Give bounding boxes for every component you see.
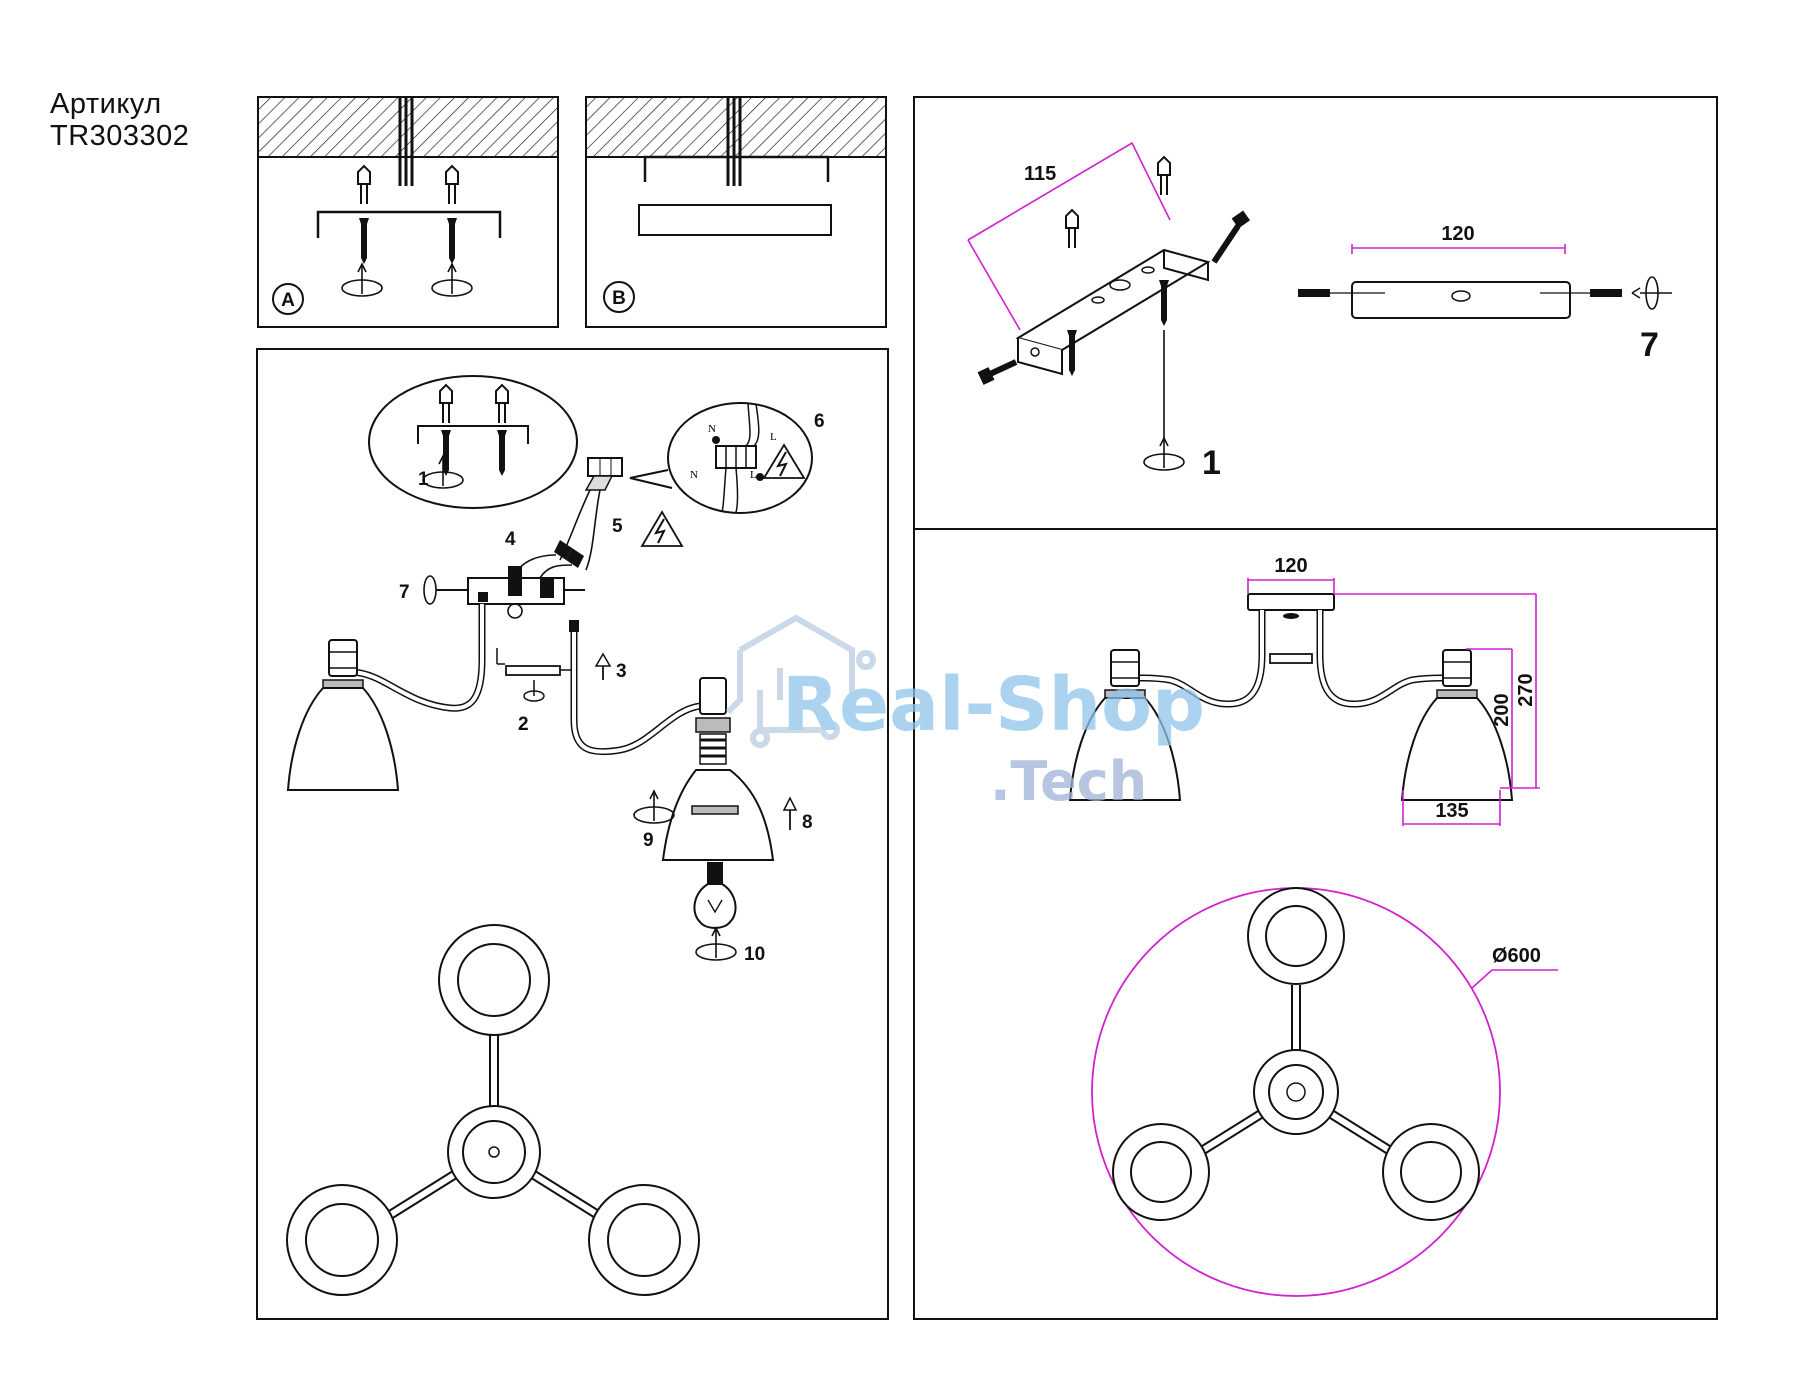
step-label-10: 10 xyxy=(744,944,765,965)
wire-letter-n-bottom: N xyxy=(690,469,698,481)
ceiling-hatch xyxy=(585,96,887,158)
lamp-shade-left xyxy=(287,639,399,791)
diameter-label: Ø600 xyxy=(1492,945,1541,967)
panel-b: B xyxy=(585,96,887,328)
ceiling-hatch xyxy=(257,96,559,158)
rotate-arrow-icon xyxy=(341,263,383,297)
detail-bubble-mounting xyxy=(368,375,578,509)
panel-a-badge: A xyxy=(281,290,295,311)
plate-step-label: 7 xyxy=(1640,326,1659,364)
step-label-6: 6 xyxy=(814,411,825,432)
warning-icon xyxy=(762,443,806,479)
article-code: TR303302 xyxy=(50,120,190,152)
total-height-label: 270 xyxy=(1515,673,1537,706)
step-label-5: 5 xyxy=(612,516,623,537)
step-label-4: 4 xyxy=(505,529,516,550)
bulb-icon xyxy=(693,883,737,929)
shade-width-label: 135 xyxy=(1435,800,1468,822)
detail-bubble-wiring xyxy=(667,402,813,514)
canopy xyxy=(638,204,832,236)
step-label-2: 2 xyxy=(518,714,529,735)
top-view-dimensions xyxy=(1112,887,1480,1221)
wire-letter-l-bottom: L xyxy=(750,469,757,481)
shade-height-label: 200 xyxy=(1491,693,1513,726)
article-block: Артикул TR303302 xyxy=(50,88,189,152)
step-label-9: 9 xyxy=(643,830,654,851)
panel-assembly: 1 N L N L 6 5 4 xyxy=(256,348,889,1320)
bracket-step-label: 1 xyxy=(1202,444,1221,482)
step-label-3: 3 xyxy=(616,661,627,682)
panel-bracket: 1 115 120 7 xyxy=(913,96,1718,530)
panel-bracket-frame xyxy=(913,96,1718,530)
bulb-base xyxy=(707,862,723,884)
canopy-front xyxy=(1247,593,1335,611)
mounting-plate xyxy=(1351,281,1571,319)
lamp-shade-right xyxy=(661,769,775,861)
panel-b-badge: B xyxy=(612,288,626,309)
badge-b-icon xyxy=(603,281,635,313)
badge-a-icon xyxy=(272,283,304,315)
dimension-line-115 xyxy=(967,141,1171,241)
watermark: Real-Shop .Tech xyxy=(725,614,1205,813)
rotate-arrow-icon xyxy=(431,263,473,297)
width-label: 120 xyxy=(1274,555,1307,577)
watermark-domain: .Tech xyxy=(990,750,1147,813)
step-label-8: 8 xyxy=(802,812,813,833)
warning-icon xyxy=(640,510,684,547)
mounting-bracket xyxy=(316,210,502,238)
panel-dimensions-frame xyxy=(913,528,1718,1320)
panel-a: A xyxy=(257,96,559,328)
article-label: Артикул xyxy=(50,88,162,120)
watermark-brand: Real-Shop xyxy=(782,662,1205,748)
panel-assembly-frame xyxy=(256,348,889,1320)
plate-length-label: 120 xyxy=(1441,223,1474,245)
house-circuit-icon xyxy=(725,614,876,748)
bracket-length-label: 115 xyxy=(1024,163,1056,185)
top-view-assembly xyxy=(286,924,700,1296)
shade-ring xyxy=(691,805,739,815)
step-label-1: 1 xyxy=(418,469,429,490)
wire-letter-n-top: N xyxy=(708,423,716,435)
wire-letter-l-top: L xyxy=(770,431,777,443)
socket-thread xyxy=(699,733,727,765)
step-label-7: 7 xyxy=(399,582,410,603)
panel-dimensions: 120 270 200 135 Ø600 xyxy=(913,528,1718,1320)
bracket-iso xyxy=(1015,248,1211,352)
